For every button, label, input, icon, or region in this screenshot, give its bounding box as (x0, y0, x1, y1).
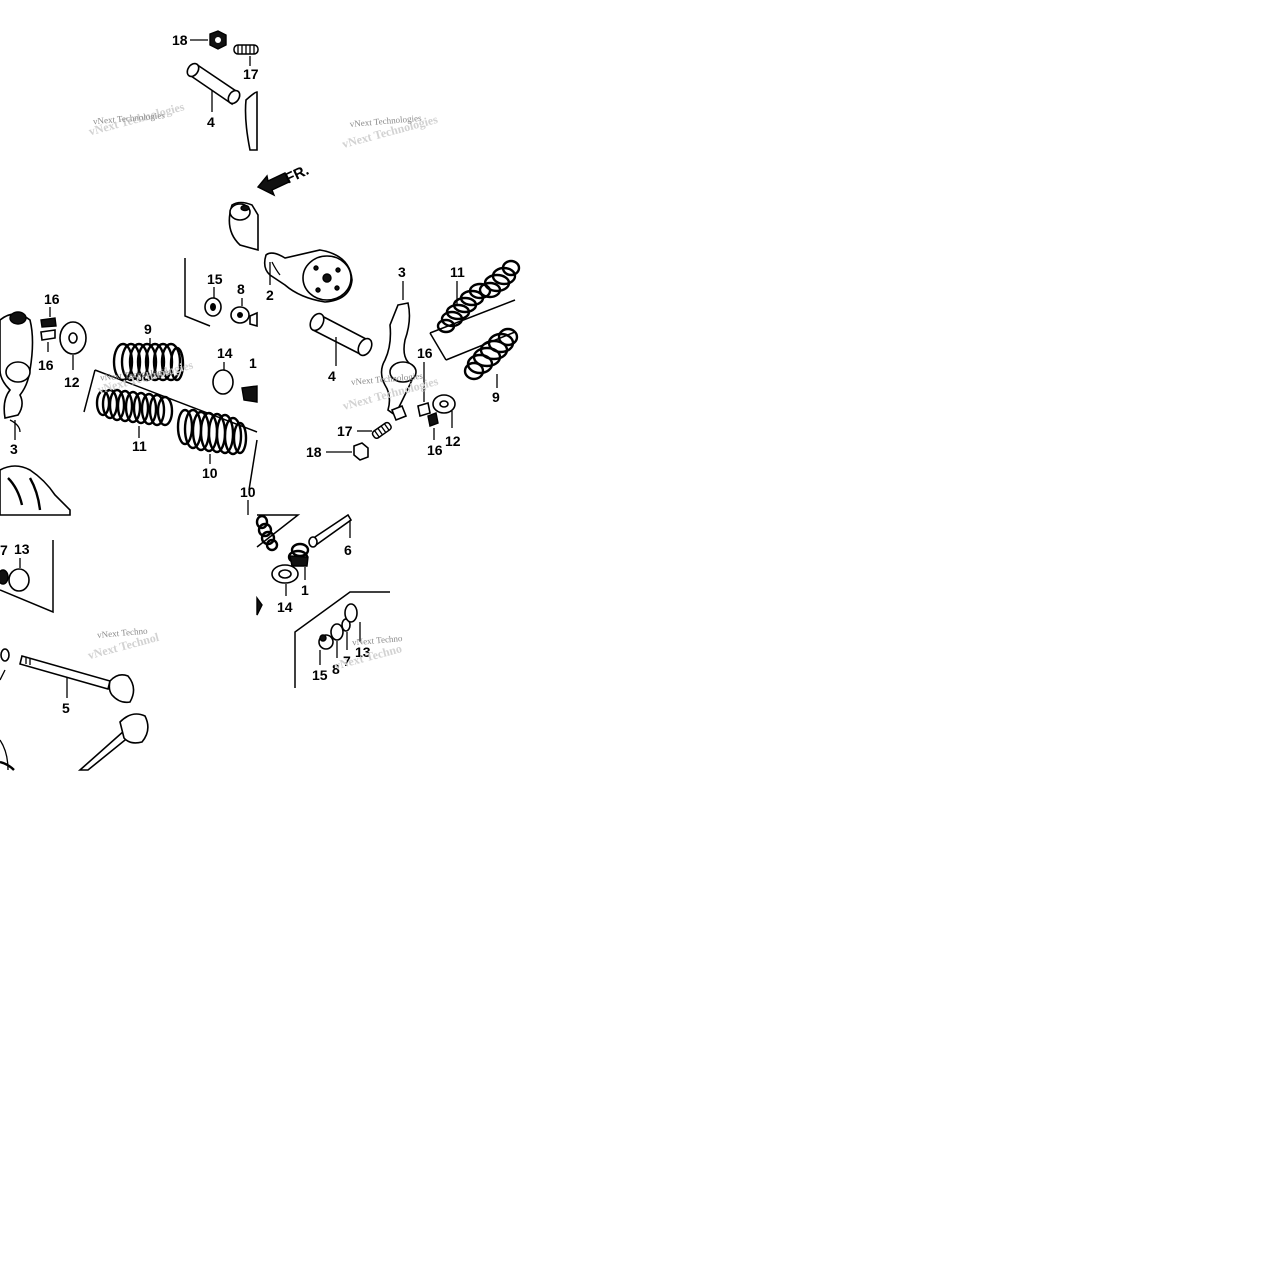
parts-box-left-edge (184, 258, 211, 327)
callout-16-a-right: 16 (417, 345, 433, 361)
bolt-17-top (233, 44, 259, 55)
callout-2: 2 (266, 287, 274, 303)
callout-6: 6 (344, 542, 352, 558)
spring-9-right (463, 327, 519, 381)
tile-bottom-middle: 10 6 1 14 (240, 484, 403, 688)
spring-11-right (436, 259, 521, 334)
callout-9-right: 9 (492, 389, 500, 405)
seal-15-bottom (318, 634, 334, 650)
watermark-5: vNext Techno (97, 626, 149, 640)
callout-4-right: 4 (328, 368, 336, 384)
callout-3-left: 3 (10, 441, 18, 457)
washer-8-bottom (330, 623, 344, 641)
keeper-16-b-right (427, 412, 439, 427)
callout-17-right: 17 (337, 423, 353, 439)
callout-17-top: 17 (243, 66, 259, 82)
callout-11-left: 11 (132, 438, 147, 454)
tile-bottom-left: 7 13 5 vNext Technol vNext Techno (0, 540, 161, 771)
callout-15-mid: 15 (207, 271, 223, 287)
callout-4-top: 4 (207, 114, 215, 130)
keeper-16-a-right (417, 401, 431, 418)
front-arrow-icon (256, 172, 290, 197)
parts-box-side-right (248, 439, 258, 491)
callout-8-mid: 8 (237, 281, 245, 297)
callout-16-b-left: 16 (38, 357, 54, 373)
tile-top-right-watermark: vNext Technologies vNext Technologies (341, 112, 440, 151)
rocker-shaft-4-top (186, 62, 241, 106)
callout-14-left: 14 (217, 345, 233, 361)
spring-10-left (176, 408, 248, 456)
callout-11-right: 11 (450, 264, 465, 280)
parts-box-bottom-line-right (445, 331, 516, 361)
rocker-arm-3-left (0, 311, 34, 433)
parts-box-bottom-middle (294, 591, 390, 688)
valve-6-stem (310, 513, 353, 547)
keeper-16-b-left (40, 329, 56, 341)
callout-5: 5 (62, 700, 70, 716)
bolt-17-right (371, 421, 392, 440)
callout-7-bottom: 7 (343, 653, 351, 669)
parts-box-side-left (83, 369, 96, 413)
parts-box-bottom-right (429, 299, 516, 334)
callout-1: 1 (301, 582, 309, 598)
valve-seal-1 (287, 542, 310, 567)
callout-3-right: 3 (398, 264, 406, 280)
tile-middle-left: 15 8 3 16 16 12 9 (0, 258, 258, 516)
front-arrow-label: FR. (283, 162, 312, 188)
seal-13-left (8, 568, 30, 592)
callout-1-cut: 1 (249, 355, 257, 371)
spring-11-left (95, 388, 174, 427)
front-arrow: FR. (256, 162, 312, 197)
nut-18-right (353, 442, 369, 461)
callout-9-left: 9 (144, 321, 152, 337)
callout-16-b-right: 16 (427, 442, 443, 458)
parts-box-cut-bottom (256, 514, 301, 548)
seal-13-bottom (344, 603, 358, 623)
spring-10-cut (255, 514, 279, 552)
callout-15-bottom: 15 (312, 667, 328, 683)
watermark-6: vNext Techno (352, 633, 404, 647)
washer-7-left (0, 569, 9, 585)
rocker-arm-3-right (380, 302, 417, 422)
callout-10-left: 10 (202, 465, 218, 481)
parts-box-corner-right (429, 332, 447, 361)
callout-8-bottom: 8 (332, 661, 340, 677)
callout-12-right: 12 (445, 433, 461, 449)
callout-16-a-left: 16 (44, 291, 60, 307)
valve-5 (0, 648, 135, 704)
keeper-16-a-left (40, 317, 57, 328)
callout-13-bottom: 13 (355, 644, 371, 660)
tile-middle-right: 3 4 11 (306, 259, 521, 461)
camshaft-2 (228, 201, 353, 303)
callout-12-left: 12 (64, 374, 80, 390)
washer-14-left (212, 369, 234, 395)
callout-7-left: 7 (0, 542, 8, 558)
parts-box-bottom-left (0, 540, 54, 614)
retainer-12-left (59, 321, 87, 355)
valve-seal-cut (241, 385, 258, 403)
callout-10-cut: 10 (240, 484, 256, 500)
valve-6-lower (77, 713, 149, 771)
rocker-edge-top (244, 91, 258, 151)
callout-18-top: 18 (172, 32, 188, 48)
callout-14-bottom: 14 (277, 599, 293, 615)
callout-18-right: 18 (306, 444, 322, 460)
callout-13-left: 13 (14, 541, 30, 557)
rocker-shaft-4-right (309, 312, 373, 357)
tile-top-left: 18 17 4 vNext Technologies vNext Technol… (87, 30, 259, 151)
